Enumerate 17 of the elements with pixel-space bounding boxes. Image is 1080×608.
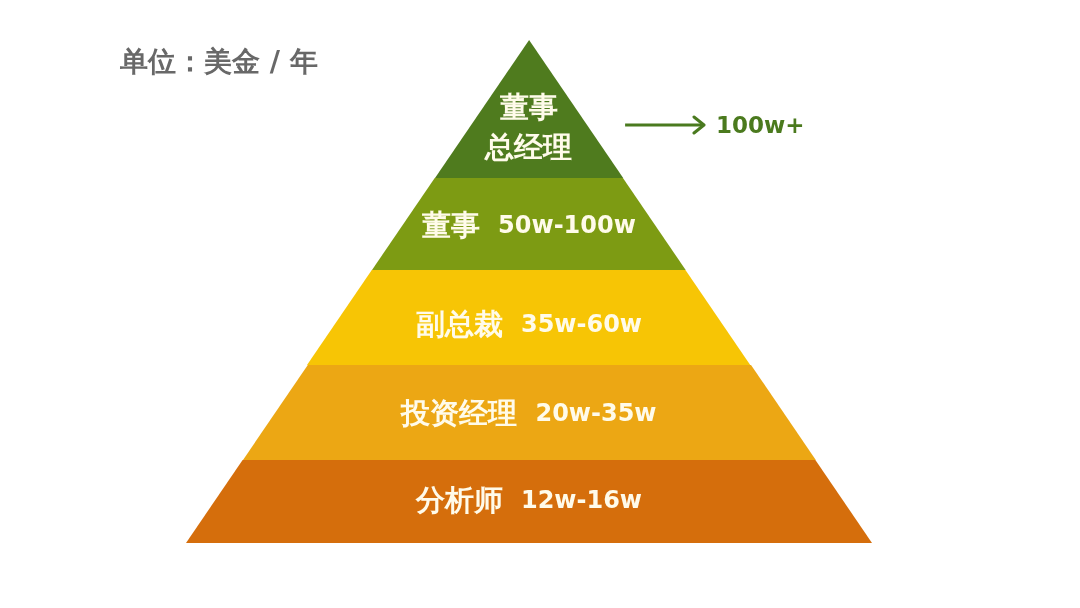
tier-title: 副总裁	[415, 306, 503, 342]
salary-range: 50w-100w	[498, 210, 636, 240]
salary-label: 100w+	[716, 110, 805, 140]
salary-range: 12w-16w	[520, 485, 643, 515]
arrow	[625, 115, 706, 135]
salary-range: 20w-35w	[535, 398, 657, 428]
salary-range: 35w-60w	[520, 309, 643, 339]
pyramid-tier	[186, 460, 872, 543]
pyramid-tier	[307, 270, 751, 365]
tier-title: 董事总经理	[483, 89, 574, 166]
pyramid-tier	[242, 365, 816, 460]
tier-title: 分析师	[415, 482, 503, 518]
pyramid-tier	[434, 40, 624, 178]
tier-title: 董事	[422, 207, 481, 243]
tier-title: 投资经理	[401, 395, 518, 431]
unit-note: 单位：美金 / 年	[120, 44, 318, 80]
pyramid-tier	[372, 178, 686, 270]
